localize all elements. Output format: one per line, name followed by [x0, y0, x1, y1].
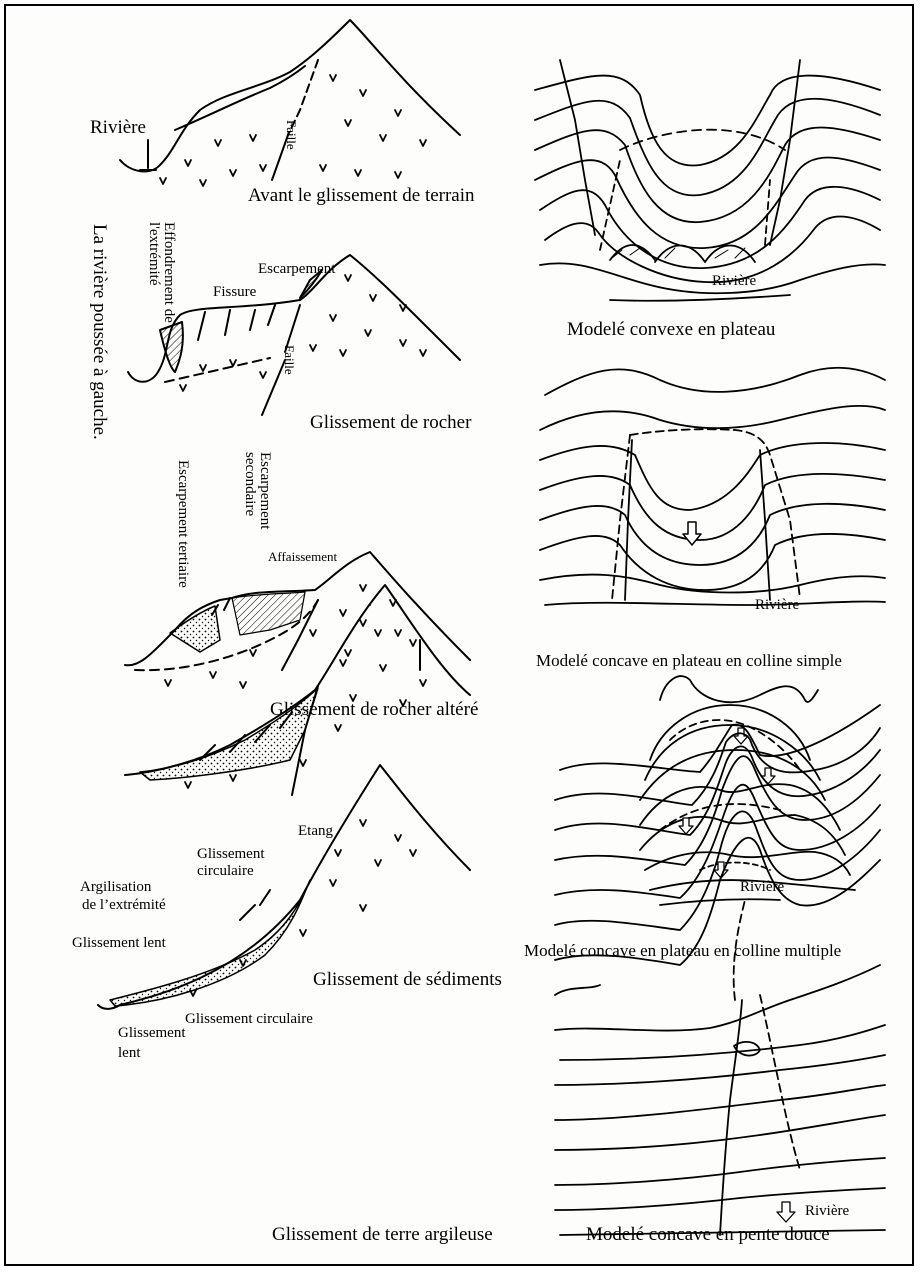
- slow-slide-label-2b: lent: [118, 1046, 141, 1061]
- caption-before-landslide: Avant le glissement de terrain: [248, 186, 475, 205]
- scarp-label: Escarpement: [258, 262, 335, 277]
- caption-clay-earth-slide: Glissement de terre argileuse: [272, 1225, 493, 1244]
- secondary-scarp-label: Escarpement secondaire: [238, 452, 272, 557]
- subsidence-label: Affaissement: [268, 550, 337, 563]
- tertiary-scarp-label: Escarpement tertiaire: [175, 460, 190, 588]
- slow-slide-label-2a: Glissement: [118, 1026, 186, 1041]
- river-label-r3: Rivière: [740, 880, 784, 895]
- slow-slide-label: Glissement lent: [72, 936, 166, 951]
- caption-concave-simple-hill: Modelé concave en plateau en colline sim…: [536, 652, 842, 669]
- caption-concave-multiple-hill: Modelé concave en plateau en colline mul…: [524, 942, 841, 959]
- caption-concave-gentle-slope: Modelé concave en pente douce: [586, 1225, 830, 1244]
- pond-label: Etang: [298, 824, 333, 839]
- contour-map-concave-simple-hill: [540, 368, 885, 605]
- circular-slide-label-b: circulaire: [197, 864, 254, 879]
- river-label-r1: Rivière: [712, 274, 756, 289]
- section-rock-slide: [128, 255, 460, 415]
- section-before-landslide: [120, 20, 460, 180]
- river-label-r4: Rivière: [805, 1204, 849, 1219]
- clay-label-b: de l’extrémité: [82, 898, 166, 913]
- circular-slide-label-2: Glissement circulaire: [185, 1012, 313, 1027]
- pushed-river-note: La rivière poussée à gauche.: [90, 224, 109, 440]
- circular-slide-label-a: Glissement: [197, 847, 265, 862]
- caption-weathered-rock-slide: Glissement de rocher altéré: [270, 700, 478, 719]
- crack-label: Fissure: [213, 285, 256, 300]
- fault-label-2: Faille: [283, 345, 296, 375]
- river-label-1: Rivière: [90, 118, 146, 137]
- collapse-label: Effondrement de l'extrémité: [142, 222, 176, 332]
- contour-map-convex-plateau: [535, 60, 885, 301]
- river-label-r2: Rivière: [755, 598, 799, 613]
- contour-map-concave-multiple-hill: [640, 676, 855, 905]
- clay-label-a: Argilisation: [80, 880, 151, 895]
- caption-rock-slide: Glissement de rocher: [310, 413, 471, 432]
- caption-convex-plateau: Modelé convexe en plateau: [567, 320, 775, 339]
- fault-label-1: Faille: [285, 120, 298, 150]
- contour-map-concave-gentle-slope: [555, 705, 885, 1235]
- caption-sediment-slide: Glissement de sédiments: [313, 970, 502, 989]
